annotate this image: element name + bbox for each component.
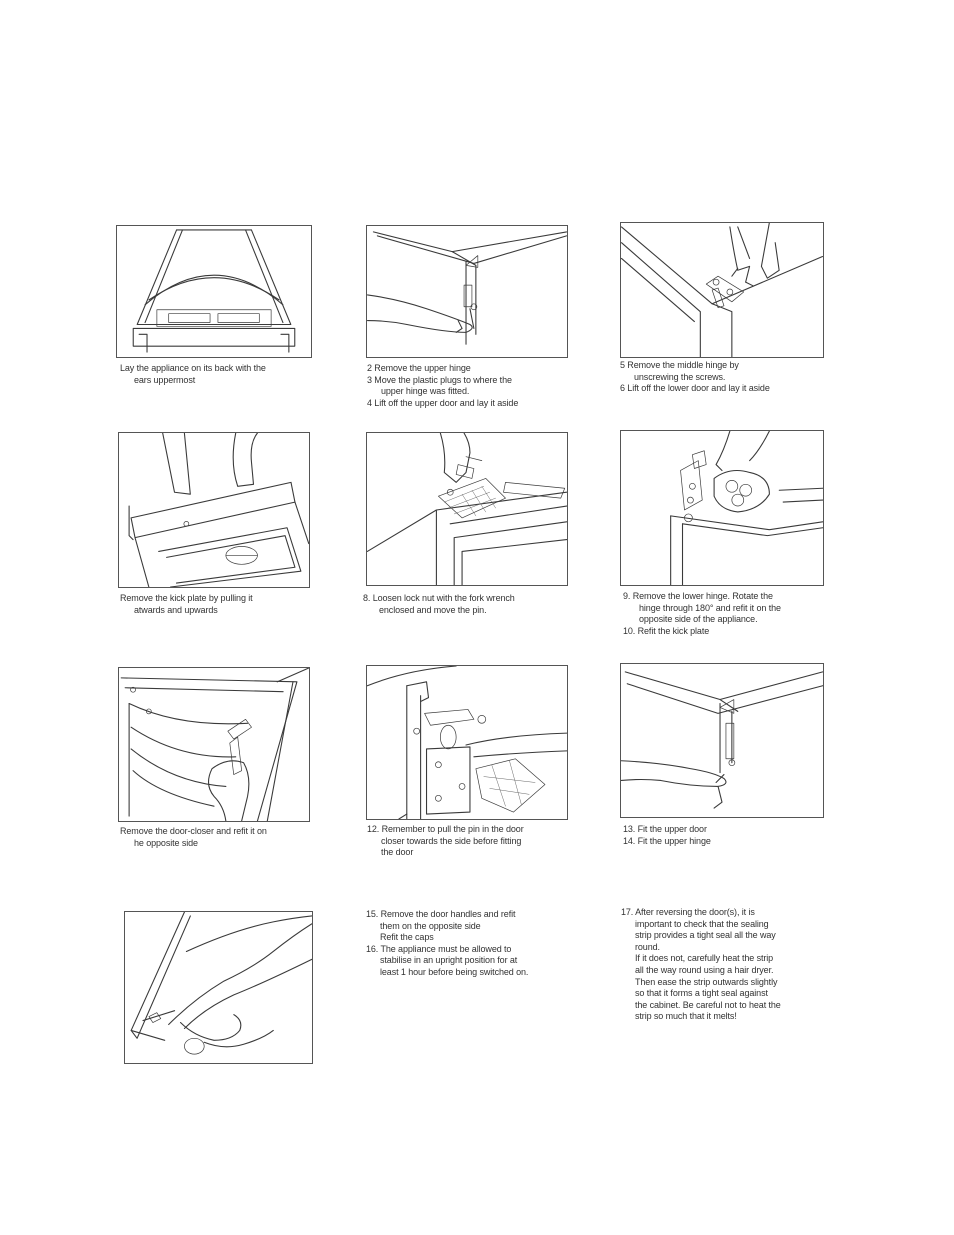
caption-step-7: Remove the kick plate by pulling it atwa… [120,593,253,615]
caption-steps-5-6: 5 Remove the middle hinge by unscrewing … [620,360,770,394]
illustration-remove-middle-hinge [620,222,824,358]
illustration-door-closer [118,667,310,822]
illustration-door-handle [124,911,313,1064]
caption-step-1: Lay the appliance on its back with the e… [120,363,266,385]
illustration-fit-upper-door [620,663,824,818]
caption-step-8: 8. Loosen lock nut with the fork wrench … [363,593,515,615]
caption-steps-9-10: 9. Remove the lower hinge. Rotate the hi… [623,591,781,636]
caption-step-11: Remove the door-closer and refit it on h… [120,826,267,848]
caption-step-17: 17. After reversing the door(s), it is i… [621,907,781,1022]
caption-step-12: 12. Remember to pull the pin in the door… [367,824,524,858]
illustration-door-closer-pin [366,665,568,820]
illustration-loosen-lock-nut [366,432,568,586]
illustration-remove-kick-plate [118,432,310,588]
illustration-remove-lower-hinge [620,430,824,586]
illustration-remove-upper-hinge [366,225,568,358]
caption-steps-2-4: 2 Remove the upper hinge 3 Move the plas… [367,363,519,408]
caption-steps-13-14: 13. Fit the upper door 14. Fit the upper… [623,824,711,846]
illustration-appliance-on-back [116,225,312,358]
caption-steps-15-16: 15. Remove the door handles and refit th… [366,909,529,977]
